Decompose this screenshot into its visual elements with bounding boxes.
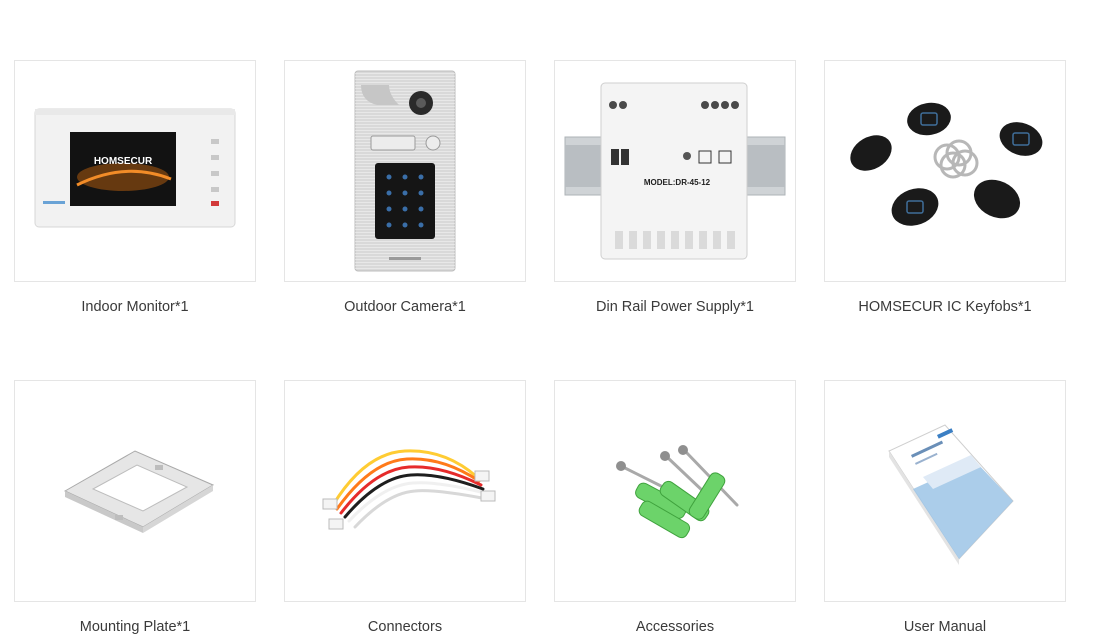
product-card-user-manual[interactable]: User Manual [824, 380, 1066, 635]
product-image-frame [284, 60, 526, 282]
indoor-monitor-icon: HOMSECUR [34, 108, 236, 228]
product-image-frame: MODEL:DR-45-12 [554, 60, 796, 282]
outdoor-camera-icon [354, 70, 456, 272]
user-manual-icon [888, 424, 1014, 565]
product-card-mounting-plate[interactable]: Mounting Plate*1 [14, 380, 256, 635]
product-image-frame [824, 60, 1066, 282]
product-card-ic-keyfobs[interactable]: HOMSECUR IC Keyfobs*1 [824, 60, 1066, 315]
product-label: User Manual [903, 619, 987, 635]
product-card-outdoor-camera[interactable]: Outdoor Camera*1 [284, 60, 526, 315]
product-label: Mounting Plate*1 [79, 619, 191, 635]
product-image-frame: HOMSECUR [14, 60, 256, 282]
product-image-frame [824, 380, 1066, 602]
keyfob-icon [850, 102, 1043, 226]
product-label: Accessories [635, 619, 715, 635]
product-card-accessories[interactable]: Accessories [554, 380, 796, 635]
product-label: HOMSECUR IC Keyfobs*1 [858, 299, 1032, 315]
product-label: Outdoor Camera*1 [344, 299, 466, 315]
power-supply-icon: MODEL:DR-45-12 [564, 82, 786, 260]
svg-text:MODEL:DR-45-12: MODEL:DR-45-12 [644, 178, 711, 187]
product-label: Din Rail Power Supply*1 [596, 299, 754, 315]
product-image-frame [284, 380, 526, 602]
product-card-din-rail-power-supply[interactable]: MODEL:DR-45-12 Din Rail Power Supply*1 [554, 60, 796, 315]
product-card-connectors[interactable]: Connectors [284, 380, 526, 635]
svg-text:HOMSECUR: HOMSECUR [94, 156, 153, 167]
mounting-plate-icon [63, 450, 215, 533]
product-label: Connectors [367, 619, 443, 635]
product-card-indoor-monitor[interactable]: HOMSECUR Indoor Monitor*1 [14, 60, 256, 315]
product-image-frame [14, 380, 256, 602]
screws-anchors-icon [616, 445, 739, 539]
connector-cables-icon [322, 449, 496, 530]
product-label: Indoor Monitor*1 [81, 299, 189, 315]
product-image-frame [554, 380, 796, 602]
